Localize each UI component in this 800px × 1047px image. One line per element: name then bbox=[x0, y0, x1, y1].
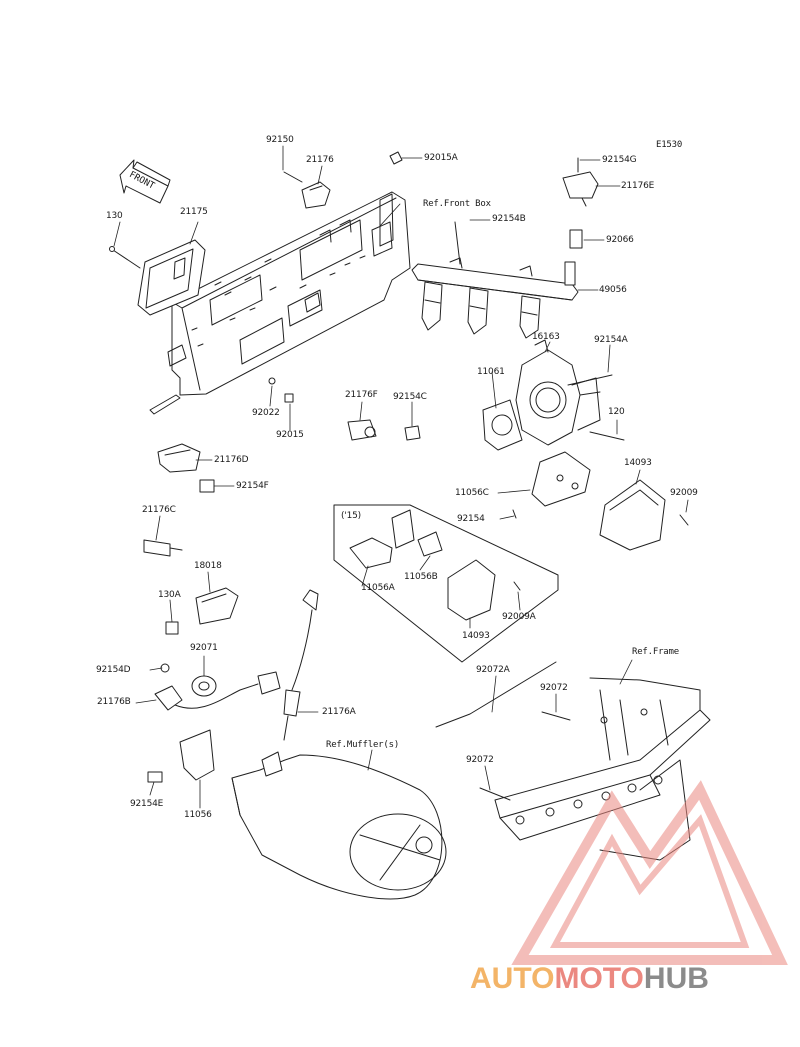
part-label-14093-variant: 14093 bbox=[462, 631, 490, 641]
part-label-14093: 14093 bbox=[624, 458, 652, 468]
sensor-21176C bbox=[143, 539, 183, 557]
muffler bbox=[231, 751, 447, 900]
part-label-21176F: 21176F bbox=[345, 390, 378, 400]
sensor-21176 bbox=[301, 181, 331, 209]
bracket-18018 bbox=[195, 587, 239, 625]
leader-lines bbox=[113, 145, 689, 809]
watermark-part-hub: HUB bbox=[643, 962, 709, 995]
part-label-11056C: 11056C bbox=[455, 488, 489, 498]
part-label-92009A: 92009A bbox=[502, 612, 536, 622]
bolt-120 bbox=[589, 431, 625, 441]
nut-130A bbox=[165, 621, 179, 635]
part-label-21176: 21176 bbox=[306, 155, 334, 165]
nut-92015 bbox=[284, 393, 294, 403]
cover-14093 bbox=[599, 479, 666, 551]
part-label-18018: 18018 bbox=[194, 561, 222, 571]
part-label-92066: 92066 bbox=[606, 235, 634, 245]
vehicle-frame bbox=[494, 677, 711, 861]
part-label-92154F: 92154F bbox=[236, 481, 269, 491]
part-label-21176E: 21176E bbox=[621, 181, 655, 191]
clip-92015A bbox=[389, 151, 403, 165]
bolt-92154A bbox=[567, 374, 613, 386]
variant-box-label: ('15) bbox=[341, 511, 361, 521]
ref-muffler-label: Ref.Muffler(s) bbox=[326, 740, 400, 750]
part-label-92154A: 92154A bbox=[594, 335, 628, 345]
part-label-11056: 11056 bbox=[184, 810, 212, 820]
part-label-92150: 92150 bbox=[266, 135, 294, 145]
part-label-11056A: 11056A bbox=[361, 583, 395, 593]
part-label-21176B: 21176B bbox=[97, 697, 131, 707]
sensor-21176B bbox=[154, 671, 281, 711]
part-label-130A: 130A bbox=[158, 590, 181, 600]
watermark-part-auto: AUTO bbox=[470, 962, 555, 995]
part-label-92154E: 92154E bbox=[130, 799, 164, 809]
part-label-92154B: 92154B bbox=[492, 214, 526, 224]
part-label-92015A: 92015A bbox=[424, 153, 458, 163]
ref-frame-label: Ref.Frame bbox=[632, 647, 679, 657]
part-label-92072A: 92072A bbox=[476, 665, 510, 675]
sensor-21176D bbox=[157, 443, 201, 473]
watermark-part-moto: MOTO bbox=[554, 962, 644, 995]
part-label-92072-upper: 92072 bbox=[540, 683, 568, 693]
bolt-92154E bbox=[147, 771, 163, 783]
grommet-92071 bbox=[191, 675, 217, 697]
part-label-92154D: 92154D bbox=[96, 665, 131, 675]
part-label-92071: 92071 bbox=[190, 643, 218, 653]
cap-92066 bbox=[569, 229, 583, 249]
part-label-92022: 92022 bbox=[252, 408, 280, 418]
nut-92154C bbox=[404, 425, 421, 441]
part-label-92154: 92154 bbox=[457, 514, 485, 524]
part-label-120: 120 bbox=[608, 407, 625, 417]
part-label-21176D: 21176D bbox=[214, 455, 249, 465]
front-arrow-icon bbox=[119, 159, 171, 204]
grommet-92022 bbox=[268, 377, 276, 385]
part-label-92154G: 92154G bbox=[602, 155, 637, 165]
screw-92009 bbox=[679, 514, 689, 526]
bolt-92154B bbox=[454, 221, 461, 265]
bolt-92150 bbox=[283, 171, 303, 183]
part-label-49056: 49056 bbox=[599, 285, 627, 295]
part-label-11061: 11061 bbox=[477, 367, 505, 377]
oxygen-sensor-21176A bbox=[283, 589, 319, 741]
part-label-130: 130 bbox=[106, 211, 123, 221]
part-label-16163: 16163 bbox=[532, 332, 560, 342]
bolt-130 bbox=[112, 249, 141, 269]
ref-front-box-label: Ref.Front Box bbox=[423, 199, 491, 209]
cable-tie-92072-upper bbox=[541, 711, 571, 721]
part-label-21176A: 21176A bbox=[322, 707, 356, 717]
part-label-11056B: 11056B bbox=[404, 572, 438, 582]
bolt-92154F bbox=[199, 479, 215, 493]
cable-tie-92072-lower bbox=[479, 787, 511, 801]
watermark-logo bbox=[511, 780, 788, 965]
diagram-code: E1530 bbox=[656, 140, 683, 150]
part-label-21175: 21175 bbox=[180, 207, 208, 217]
watermark-text: AUTOMOTOHUB bbox=[470, 962, 709, 1002]
part-label-21176C: 21176C bbox=[142, 505, 176, 515]
part-label-92015: 92015 bbox=[276, 430, 304, 440]
bracket-11056 bbox=[179, 729, 215, 781]
cable-tie-92072A bbox=[435, 661, 557, 728]
front-box-housing bbox=[149, 191, 411, 415]
fuel-rail-49056 bbox=[411, 257, 579, 339]
screw-92154 bbox=[512, 509, 517, 519]
part-label-92009: 92009 bbox=[670, 488, 698, 498]
part-label-92154C: 92154C bbox=[393, 392, 427, 402]
variant-box bbox=[333, 504, 559, 663]
throttle-body-16163 bbox=[515, 339, 601, 446]
ecu-module-21175 bbox=[137, 239, 206, 316]
sensor-21176F bbox=[347, 419, 377, 441]
sensor-21176E bbox=[562, 157, 599, 207]
bracket-11056C bbox=[531, 451, 591, 507]
part-label-92072-lower: 92072 bbox=[466, 755, 494, 765]
gasket-11061 bbox=[482, 399, 523, 451]
